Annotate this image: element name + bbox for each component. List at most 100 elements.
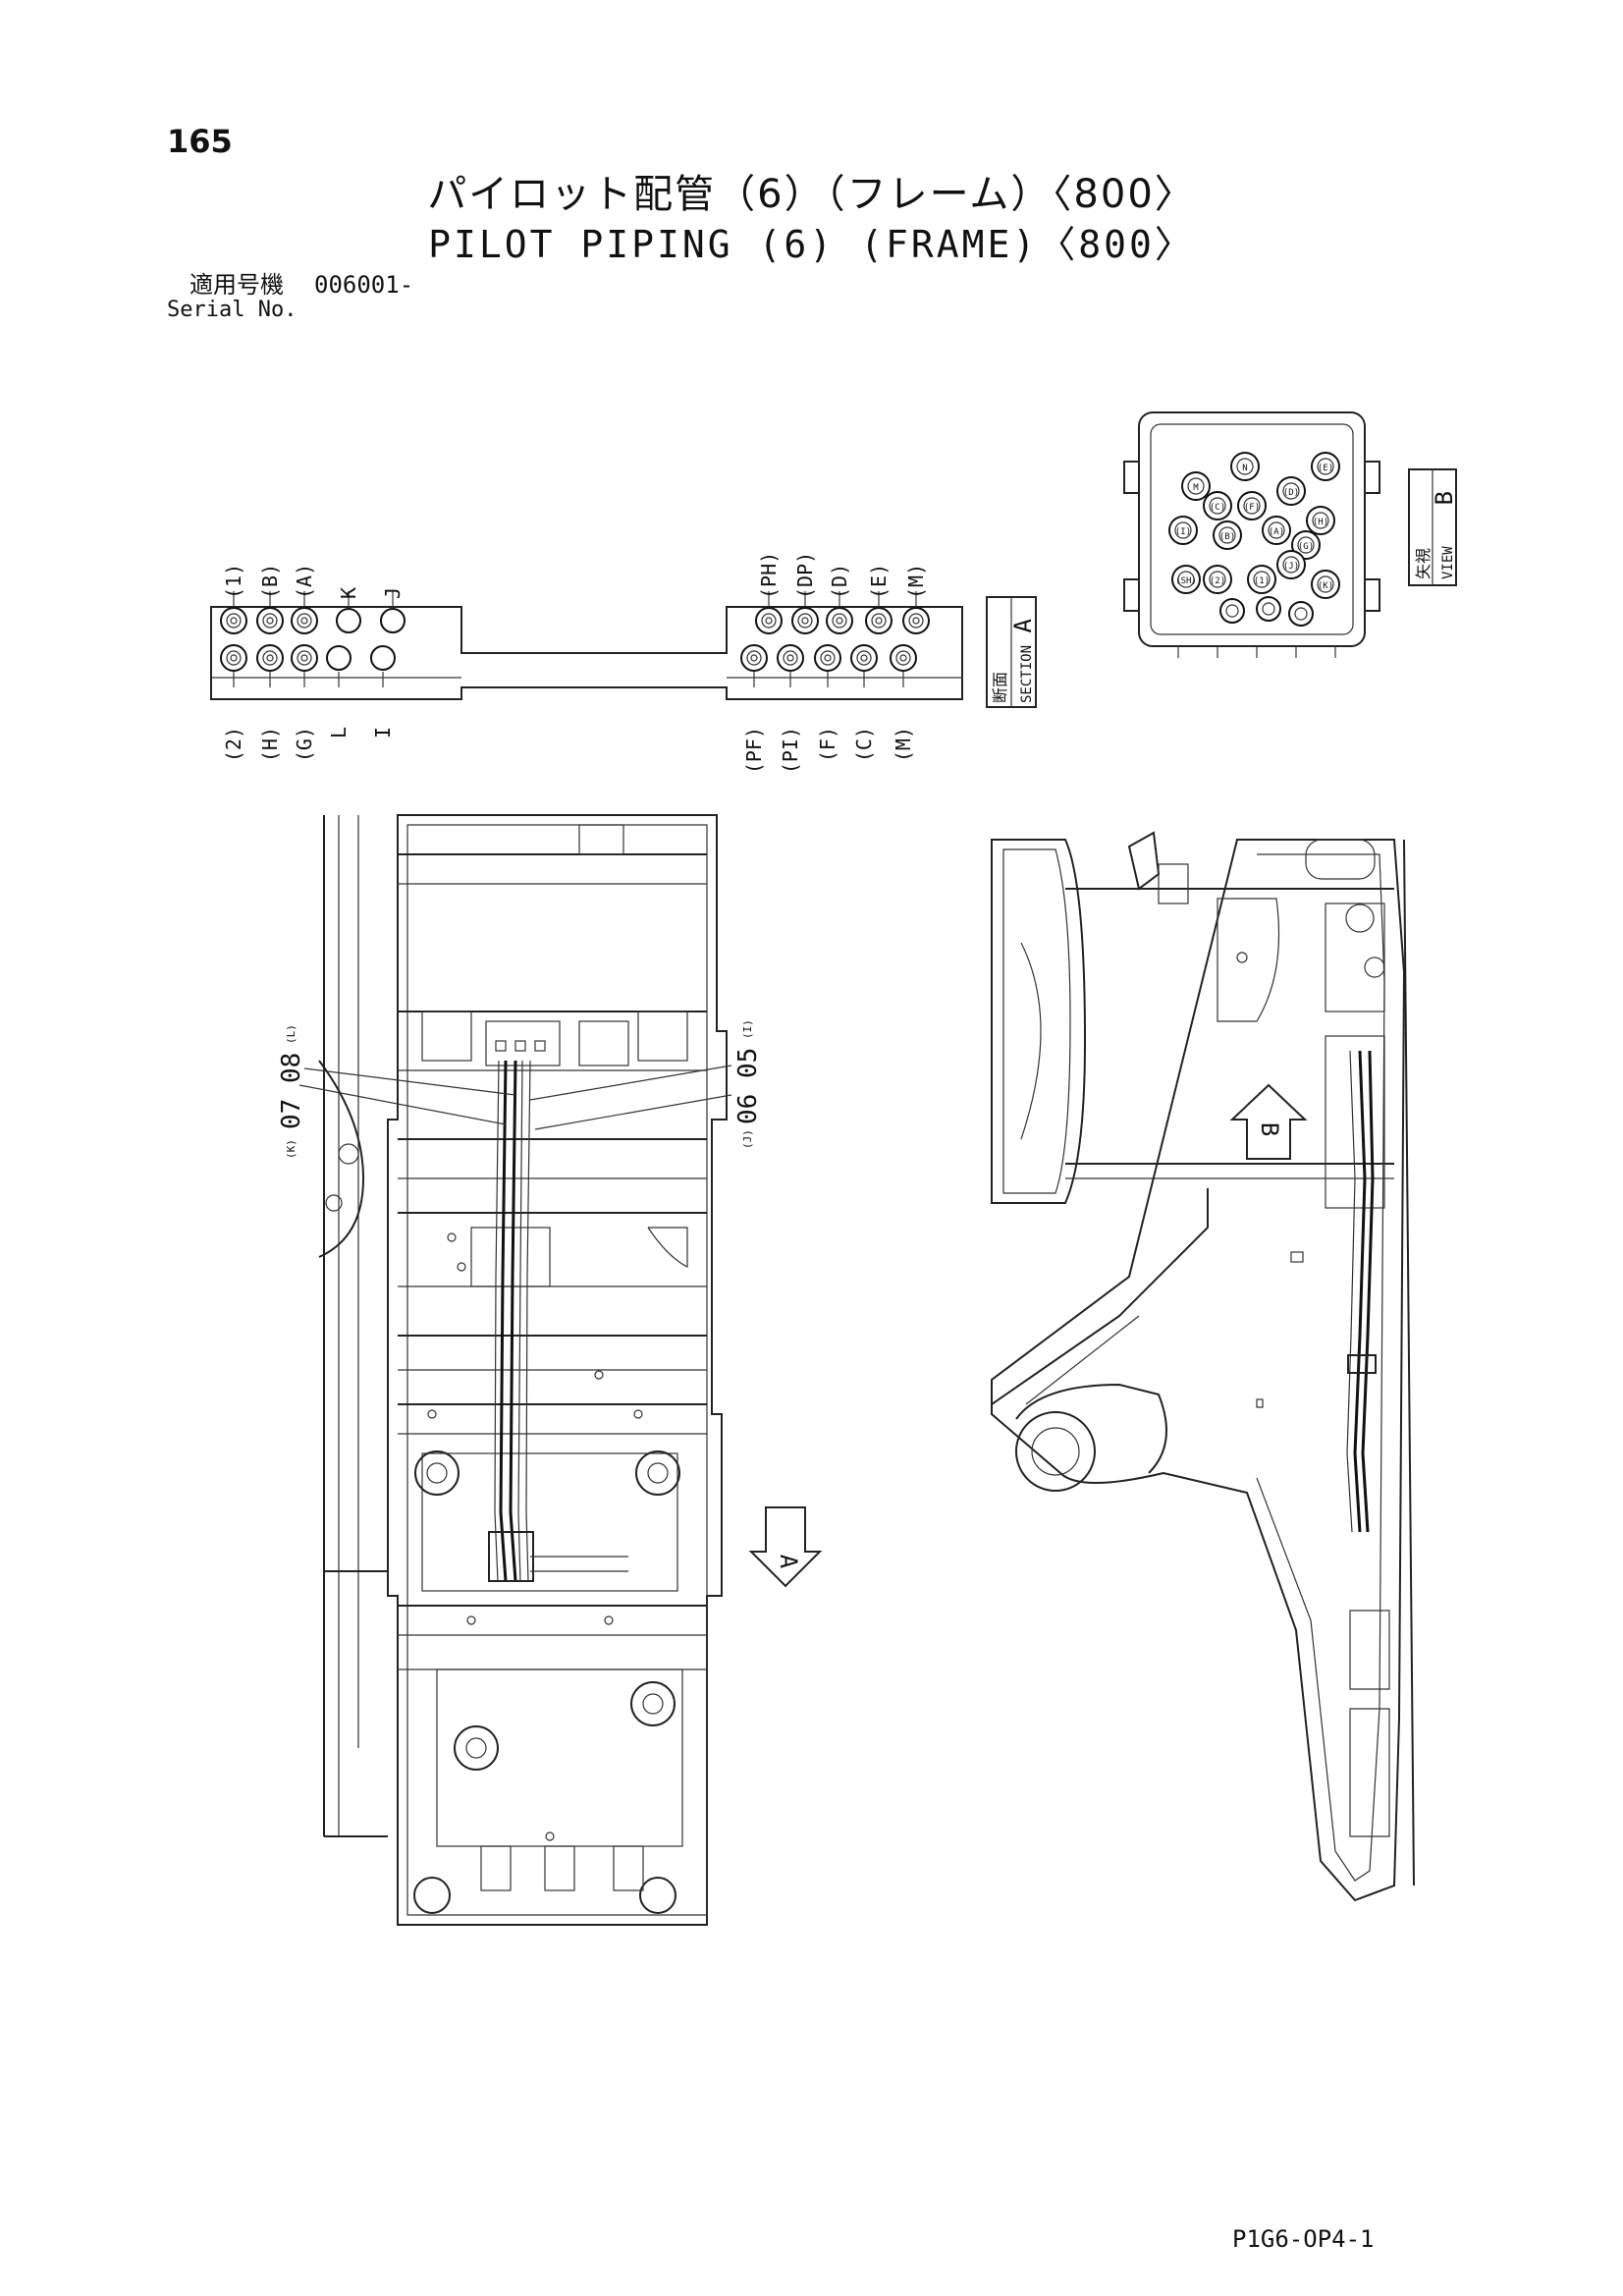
view-b-port [1181, 471, 1211, 501]
port-fitting-core [750, 654, 758, 662]
view-b-port [1276, 550, 1306, 579]
view-b-port-label: (H) [1313, 518, 1328, 527]
port-fitting-core [899, 654, 907, 662]
port-fitting-core [765, 617, 773, 625]
view-b-port-inner [1177, 571, 1195, 588]
port-label: (M) [904, 564, 928, 599]
port-fitting [291, 644, 318, 672]
view-b-port-inner [1297, 536, 1315, 554]
view-b-port-label: (2) [1210, 576, 1225, 586]
port-fitting [220, 607, 247, 634]
view-b-port-label: (I) [1175, 527, 1191, 537]
port-fitting-core [230, 617, 238, 625]
port-label: (F) [816, 727, 839, 762]
view-b-port-inner [1209, 571, 1226, 588]
port-fitting-inner [226, 650, 242, 666]
view-b-port-label: (J) [1283, 562, 1299, 572]
view-b-port-inner [1209, 497, 1226, 515]
port-fitting-inner [297, 650, 312, 666]
view-a-arrow-marker: A [748, 1506, 823, 1588]
view-b-port-label: (F) [1244, 503, 1260, 513]
port-label: (E) [867, 564, 891, 599]
port-fitting [370, 645, 396, 671]
view-b-arrow-marker: B [1229, 1083, 1308, 1160]
port-label: (PH) [757, 552, 781, 599]
section-a-letter: A [1009, 618, 1037, 632]
port-fitting-core [300, 654, 308, 662]
port-label: L [327, 727, 351, 738]
view-b-port [1291, 530, 1321, 560]
view-b-port [1276, 476, 1306, 506]
port-label: (A) [293, 564, 316, 599]
section-a-title-box: A SECTION 断面 [986, 596, 1037, 708]
page-number: 165 [167, 123, 233, 160]
view-b-port-inner [1312, 512, 1329, 529]
port-fitting [336, 608, 361, 633]
port-fitting [890, 644, 917, 672]
view-b-port-inner [1317, 458, 1334, 475]
callout-hoses-06-05: 06 05 [733, 1048, 763, 1124]
port-fitting [814, 644, 841, 672]
port-fitting [850, 644, 878, 672]
section-a-right-top-ports: (PH) (DP) (D) (E) (M) [755, 552, 930, 634]
port-fitting [740, 644, 768, 672]
view-b-label-jp: 矢視 [1414, 548, 1433, 579]
port-label: (G) [293, 727, 316, 762]
view-b-port-label: (K) [1318, 581, 1333, 591]
port-label: (C) [852, 727, 876, 762]
view-b-port-label: (B) [1219, 532, 1235, 542]
view-b-port-inner [1262, 602, 1275, 616]
port-fitting-core [875, 617, 883, 625]
port-fitting [220, 644, 247, 672]
view-b-port-label: (A) [1269, 527, 1284, 537]
port-label: (2) [222, 727, 245, 762]
serial-label-japanese: 適用号機 [189, 271, 284, 299]
port-fitting-inner [832, 613, 847, 629]
port-fitting-inner [797, 613, 813, 629]
port-label: (H) [258, 727, 282, 762]
view-b-port-label: (G) [1298, 542, 1314, 552]
port-fitting-core [836, 617, 843, 625]
view-b-port [1203, 565, 1232, 594]
view-b-port [1311, 452, 1340, 481]
view-b-port [1168, 516, 1198, 545]
port-fitting [826, 607, 853, 634]
view-b-port [1171, 565, 1201, 594]
view-b-port [1213, 520, 1242, 550]
section-a-label-en: SECTION [1019, 645, 1035, 703]
port-fitting [326, 645, 352, 671]
port-fitting-inner [908, 613, 924, 629]
view-b-port-inner [1294, 607, 1308, 621]
frame-plan-view [298, 814, 732, 1926]
port-label: (B) [258, 564, 282, 599]
view-b-port-label: (1) [1254, 576, 1270, 586]
port-label: I [371, 727, 395, 738]
port-fitting-core [912, 617, 920, 625]
view-b-port-label: N [1242, 464, 1247, 473]
port-fitting-inner [856, 650, 872, 666]
view-b-port [1247, 565, 1276, 594]
frame-side-view [991, 831, 1415, 1902]
view-b-port-label: M [1193, 483, 1199, 493]
view-b-connector-block: NM(C)(F)(D)(E)(I)(B)(A)(H)(G)(SH)(2)(1)(… [1123, 411, 1380, 658]
view-b-label-en: VIEW [1440, 546, 1456, 579]
port-fitting-inner [262, 650, 278, 666]
document-code: P1G6-OP4-1 [1232, 2225, 1375, 2253]
view-a-marker-letter: A [775, 1555, 802, 1569]
port-label: (PI) [779, 727, 802, 774]
port-label: (D) [828, 564, 851, 599]
view-b-port-inner [1174, 521, 1192, 539]
port-fitting-core [266, 654, 274, 662]
view-b-port [1288, 601, 1314, 627]
view-b-title-box: B VIEW 矢視 [1408, 468, 1458, 586]
section-a-right-bottom-ports: (PF)(PI)(F)(C)(M) [740, 644, 917, 774]
port-fitting [380, 608, 406, 633]
port-label: (DP) [793, 552, 817, 599]
port-fitting-inner [746, 650, 762, 666]
port-fitting-inner [297, 613, 312, 629]
view-b-port-inner [1225, 604, 1239, 618]
port-fitting-core [230, 654, 238, 662]
serial-number-value: 006001- [314, 271, 414, 299]
